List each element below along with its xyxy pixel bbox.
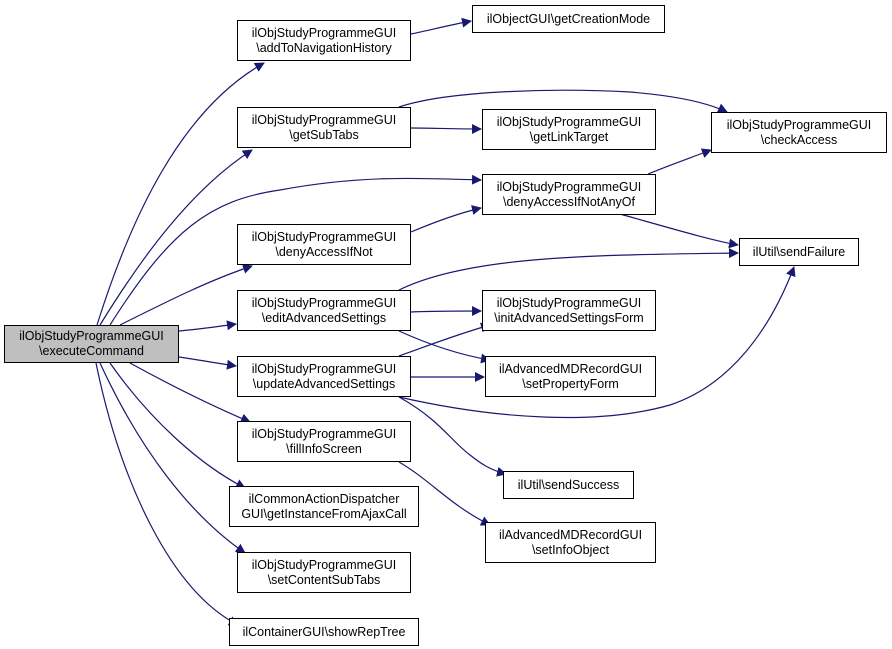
edge-ifnot-to-anyof xyxy=(410,205,482,233)
node-deny-access-if-not-any-of[interactable]: ilObjStudyProgrammeGUI \denyAccessIfNotA… xyxy=(482,174,656,215)
edge-update-to-success xyxy=(398,396,507,477)
edge-to-deny-any-of xyxy=(109,174,482,326)
node-add-to-navigation-history[interactable]: ilObjStudyProgrammeGUI \addToNavigationH… xyxy=(237,20,411,61)
node-label-line1: ilObjStudyProgrammeGUI xyxy=(251,295,397,310)
edge-edit-to-init xyxy=(410,306,482,317)
node-label-line2: \setPropertyForm xyxy=(522,376,619,391)
node-fill-info-screen[interactable]: ilObjStudyProgrammeGUI \fillInfoScreen xyxy=(237,421,411,462)
node-get-instance-from-ajax-call[interactable]: ilCommonActionDispatcher GUI\getInstance… xyxy=(229,486,419,527)
node-show-rep-tree[interactable]: ilContainerGUI\showRepTree xyxy=(229,618,419,646)
node-label-line1: ilObjStudyProgrammeGUI xyxy=(251,25,397,40)
edge-edit-to-failure xyxy=(398,248,739,291)
edge-to-common-action xyxy=(109,362,246,489)
edge-subtabs-to-check xyxy=(398,89,728,113)
node-label-line2: \setInfoObject xyxy=(531,542,610,557)
node-set-info-object[interactable]: ilAdvancedMDRecordGUI \setInfoObject xyxy=(485,522,656,563)
edge-anyof-to-failure xyxy=(619,213,739,249)
node-edit-advanced-settings[interactable]: ilObjStudyProgrammeGUI \editAdvancedSett… xyxy=(237,290,411,331)
node-label-line1: ilObjStudyProgrammeGUI xyxy=(251,426,397,441)
node-label-line2: \executeCommand xyxy=(39,344,144,358)
node-label-line1: ilObjStudyProgrammeGUI xyxy=(251,112,397,127)
node-execute-command[interactable]: ilObjStudyProgrammeGUI \executeCommand xyxy=(4,325,179,363)
edge-to-fill-info xyxy=(129,362,251,424)
node-check-access[interactable]: ilObjStudyProgrammeGUI \checkAccess xyxy=(711,112,887,153)
node-init-advanced-settings-form[interactable]: ilObjStudyProgrammeGUI \initAdvancedSett… xyxy=(482,290,656,331)
node-label-line1: ilObjStudyProgrammeGUI xyxy=(496,295,642,310)
node-label-line1: ilObjStudyProgrammeGUI xyxy=(726,117,872,132)
edge-edit-to-setprop xyxy=(398,330,491,364)
edge-to-add-nav xyxy=(96,62,265,326)
node-label-line2: \updateAdvancedSettings xyxy=(252,376,396,391)
node-label-line2: \editAdvancedSettings xyxy=(261,310,387,325)
node-label-line1: ilObjStudyProgrammeGUI xyxy=(496,114,642,129)
node-label-line1: ilContainerGUI\showRepTree xyxy=(242,624,406,639)
edge-nav-to-creation xyxy=(410,17,472,35)
node-label-line1: ilAdvancedMDRecordGUI xyxy=(498,361,643,376)
node-label-line2: \checkAccess xyxy=(760,132,838,147)
node-send-failure[interactable]: ilUtil\sendFailure xyxy=(739,238,859,266)
edge-to-set-content xyxy=(99,362,246,554)
node-label-line1: ilObjStudyProgrammeGUI xyxy=(251,557,397,572)
node-get-sub-tabs[interactable]: ilObjStudyProgrammeGUI \getSubTabs xyxy=(237,107,411,148)
edge-to-deny-if-not xyxy=(119,264,253,326)
node-label-line1: ilObjStudyProgrammeGUI xyxy=(251,229,397,244)
node-set-property-form[interactable]: ilAdvancedMDRecordGUI \setPropertyForm xyxy=(485,356,656,397)
node-label-line1: ilUtil\sendSuccess xyxy=(517,477,620,492)
edge-update-to-init xyxy=(398,322,491,357)
edge-anyof-to-check xyxy=(647,148,712,175)
node-label-line2: \denyAccessIfNot xyxy=(275,244,373,259)
node-label-line1: ilCommonActionDispatcher xyxy=(248,491,400,506)
node-send-success[interactable]: ilUtil\sendSuccess xyxy=(503,471,634,499)
node-label-line2: \fillInfoScreen xyxy=(286,441,362,456)
edge-update-to-failure xyxy=(398,266,796,419)
edge-to-get-sub-tabs xyxy=(99,149,253,326)
node-label-line2: \denyAccessIfNotAnyOf xyxy=(502,194,635,209)
node-label-line2: \getLinkTarget xyxy=(529,129,609,144)
node-deny-access-if-not[interactable]: ilObjStudyProgrammeGUI \denyAccessIfNot xyxy=(237,224,411,265)
edge-to-update-adv xyxy=(178,356,237,370)
edge-fill-to-setinfo xyxy=(398,461,491,526)
node-label-line2: \addToNavigationHistory xyxy=(256,40,392,55)
node-label-line2: \initAdvancedSettingsForm xyxy=(494,310,644,325)
node-label-line2: GUI\getInstanceFromAjaxCall xyxy=(241,506,407,521)
node-update-advanced-settings[interactable]: ilObjStudyProgrammeGUI \updateAdvancedSe… xyxy=(237,356,411,397)
node-label-line1: ilAdvancedMDRecordGUI xyxy=(498,527,643,542)
node-get-link-target[interactable]: ilObjStudyProgrammeGUI \getLinkTarget xyxy=(482,109,656,150)
edge-to-edit-adv xyxy=(178,320,237,332)
node-label-line1: ilObjStudyProgrammeGUI xyxy=(496,179,642,194)
node-label-line1: ilObjectGUI\getCreationMode xyxy=(486,11,651,26)
node-label-line1: ilObjStudyProgrammeGUI xyxy=(19,329,164,343)
edge-to-show-rep xyxy=(95,362,239,626)
edge-subtabs-to-link xyxy=(410,123,482,134)
node-label-line1: ilUtil\sendFailure xyxy=(752,244,846,259)
node-label-line1: ilObjStudyProgrammeGUI xyxy=(251,361,397,376)
node-get-creation-mode[interactable]: ilObjectGUI\getCreationMode xyxy=(472,5,665,33)
node-label-line2: \setContentSubTabs xyxy=(267,572,381,587)
node-label-line2: \getSubTabs xyxy=(289,127,359,142)
node-set-content-sub-tabs[interactable]: ilObjStudyProgrammeGUI \setContentSubTab… xyxy=(237,552,411,593)
